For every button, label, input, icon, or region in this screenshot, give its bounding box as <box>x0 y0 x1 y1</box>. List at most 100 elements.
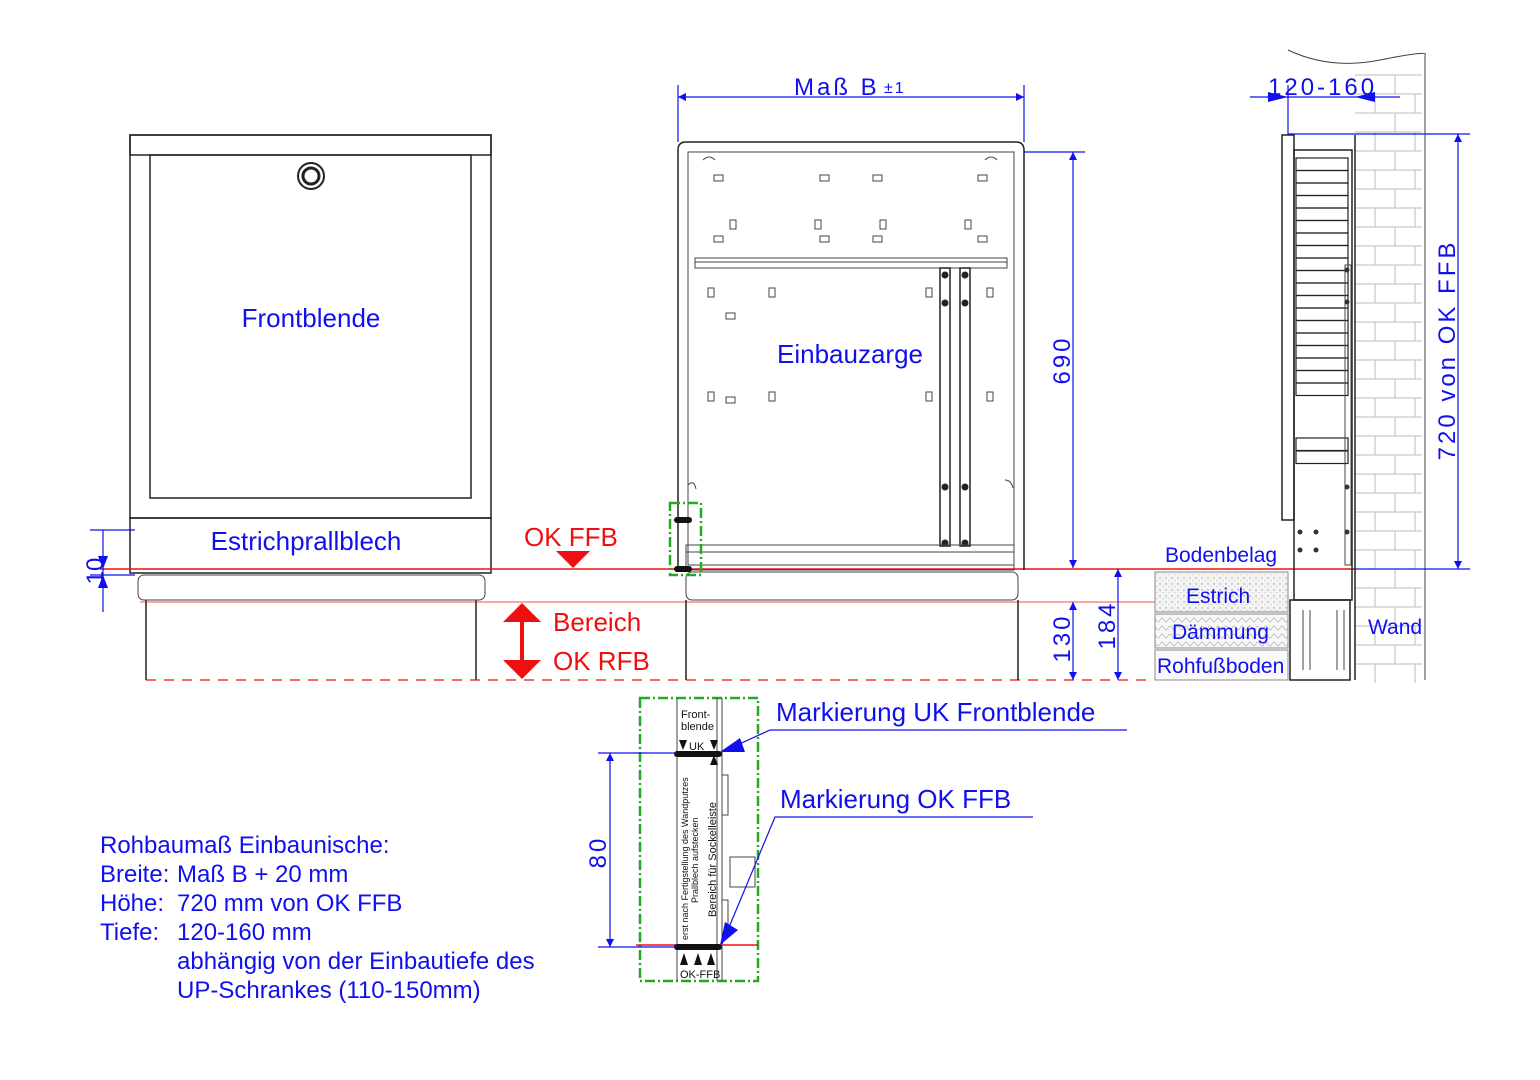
layer-label-estrich: Estrich <box>1186 585 1250 608</box>
dim-10-text: 10 <box>82 558 109 585</box>
manifold-slat <box>1295 157 1349 172</box>
manifold-slat <box>1295 307 1349 322</box>
uk-mark <box>674 517 692 523</box>
dim-690: 690 <box>1024 151 1085 568</box>
wall-break <box>1287 49 1426 680</box>
zarge-base <box>685 571 1019 601</box>
wall-fill <box>1288 50 1426 680</box>
corner-hooks <box>687 156 1014 490</box>
layer-label-daemmung: Dämmung <box>1172 621 1269 644</box>
detail-vertical-text-1: erst nach Fertigstellung des Wandputzes <box>680 777 690 940</box>
detail-marker-box <box>668 501 703 577</box>
manifold-slat <box>1295 357 1349 372</box>
notes-value-tiefe: 120-160 mm <box>177 919 312 946</box>
layer-rohfussboden <box>1154 649 1289 681</box>
manifold-slat <box>1295 232 1349 247</box>
manifold-slats <box>1295 157 1349 465</box>
detail-front-label-2: blende <box>681 721 714 733</box>
zarge-outline <box>677 141 1025 570</box>
dim-mass-b: Maß B ±1 <box>677 74 1025 142</box>
dim-120-160: 120-160 <box>1250 74 1400 135</box>
callout-ok-ffb: Markierung OK FFB <box>720 784 1033 945</box>
manifold-slat <box>1295 169 1349 184</box>
mass-b-text: Maß B <box>794 74 880 101</box>
detail-ffb-mark <box>674 944 722 950</box>
notes-key-hoehe: Höhe: <box>100 890 164 917</box>
detail-vertical-text-2: Prallblech aufstecken <box>690 817 700 903</box>
lock-core <box>301 166 321 186</box>
dim-130-text: 130 <box>1049 613 1076 662</box>
callout-uk: Markierung UK Frontblende <box>720 697 1127 753</box>
manifold-slat <box>1295 344 1349 359</box>
estrichprallblech-label: Estrichprallblech <box>211 526 402 556</box>
manifold-slat <box>1295 207 1349 222</box>
frontblende-label: Frontblende <box>242 303 381 333</box>
manifold-slat <box>1295 182 1349 197</box>
detail-arrows <box>679 740 718 765</box>
vertical-rail-2 <box>959 267 971 547</box>
manifold-slat <box>1295 369 1349 384</box>
mounting-holes <box>707 174 994 404</box>
manifold-slat <box>1295 437 1349 452</box>
wall-label: Wand <box>1368 616 1422 639</box>
detail-view: Front- blende UK erst nach Fertigstellun… <box>636 696 760 983</box>
leader-line <box>721 729 1127 753</box>
dim-80-text: 80 <box>585 836 612 869</box>
rail-bolts <box>941 271 969 547</box>
dim-184: 184 <box>1094 569 1122 680</box>
detail-brackets <box>722 774 756 930</box>
dim-10: 10 <box>82 529 135 612</box>
vertical-rail-1 <box>939 267 951 547</box>
manifold-slat <box>1295 294 1349 309</box>
detail-border <box>638 696 760 983</box>
side-view <box>1154 49 1426 683</box>
notes-extra-2: UP-Schrankes (110-150mm) <box>177 977 481 1004</box>
frame-top <box>129 134 492 156</box>
zarge-inner <box>687 151 1015 566</box>
dim-720: 720 von OK FFB <box>1288 133 1470 570</box>
einbauzarge-view: Einbauzarge <box>668 141 1025 680</box>
manifold-slat <box>1295 244 1349 259</box>
manifold-slat <box>1295 332 1349 347</box>
layer-estrich <box>1154 571 1289 613</box>
front-base-legs <box>145 600 477 680</box>
manifold-slat <box>1295 450 1349 465</box>
detail-front-label-1: Front- <box>681 709 711 721</box>
detail-lines <box>676 698 723 981</box>
notes-title: Rohbaumaß Einbaunische: <box>100 832 390 859</box>
leader-arrow-icon <box>720 738 745 752</box>
detail-uk-label: UK <box>689 741 705 753</box>
detail-vertical-text-3: Bereich für Sockelleiste <box>707 802 719 917</box>
zarge-rail <box>694 257 1008 269</box>
manifold-slat <box>1295 282 1349 297</box>
callout-uk-text: Markierung UK Frontblende <box>776 697 1095 727</box>
bereich-arrow-icon <box>503 603 541 679</box>
niche-notes: Rohbaumaß Einbaunische: Breite: Maß B + … <box>100 832 535 1004</box>
estrichprallblech <box>129 517 492 574</box>
notes-key-breite: Breite: <box>100 861 169 888</box>
bereich-label: Bereich <box>553 607 641 637</box>
ok-rfb-label: OK RFB <box>553 646 650 676</box>
detail-uk-mark <box>674 751 722 757</box>
lock-icon <box>297 162 325 190</box>
manifold-slat <box>1295 382 1349 397</box>
dim-130: 130 <box>1049 602 1077 680</box>
wall-bricks <box>1355 74 1422 683</box>
side-cabinet <box>1293 149 1353 601</box>
notes-value-hoehe: 720 mm von OK FFB <box>177 890 402 917</box>
dim-80: 80 <box>585 752 676 948</box>
mass-b-tolerance: ±1 <box>884 80 906 97</box>
side-bolts <box>1297 267 1350 553</box>
layer-label-rohfussboden: Rohfußboden <box>1157 655 1284 678</box>
detail-ffb-arrows <box>680 953 715 965</box>
layer-daemmung <box>1154 613 1289 649</box>
side-frontblende <box>1281 134 1295 521</box>
layer-label-bodenbelag: Bodenbelag <box>1165 544 1277 567</box>
notes-value-breite: Maß B + 20 mm <box>177 861 348 888</box>
callout-ok-text: Markierung OK FFB <box>780 784 1011 814</box>
frontblende-door <box>149 154 472 499</box>
notes-extra-1: abhängig von der Einbautiefe des <box>177 948 535 975</box>
dim-690-text: 690 <box>1049 335 1076 384</box>
einbauzarge-label: Einbauzarge <box>777 339 923 369</box>
